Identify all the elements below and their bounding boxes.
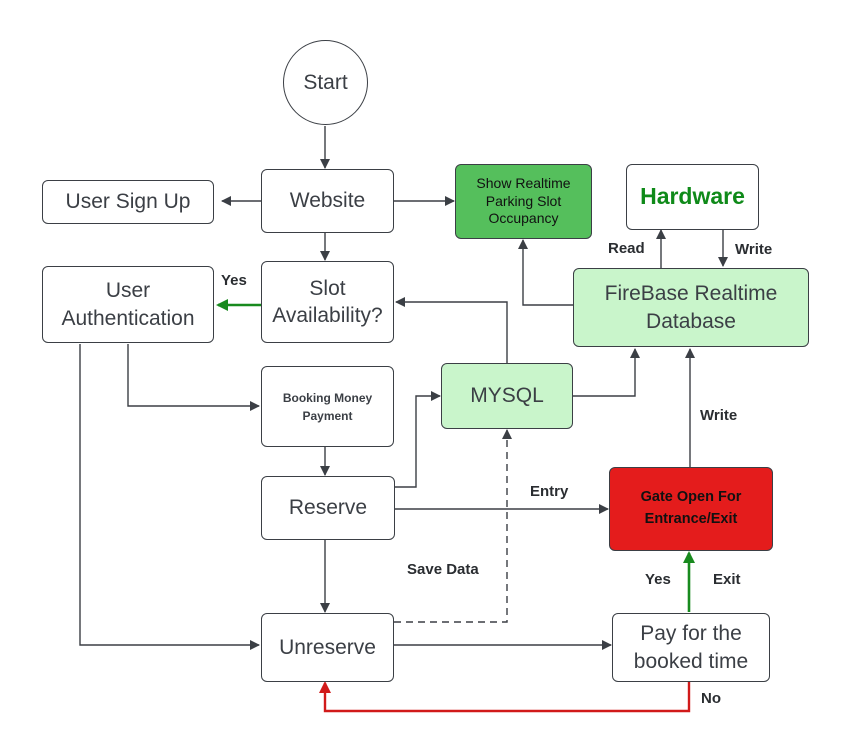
edge-label-write-hardware: Write (735, 241, 773, 258)
edge-pay-unreserve-no (319, 681, 691, 713)
edge-auth-booking (127, 344, 260, 411)
edge-label-exit: Exit (713, 571, 741, 588)
edge-label-entry: Entry (530, 483, 569, 500)
pay-booked-time-node: Pay for the booked time (612, 613, 770, 682)
user-authentication-node: User Authentication (42, 266, 214, 343)
edge-label-read: Read (608, 240, 645, 257)
edge-reserve-mysql (395, 391, 441, 488)
edge-mysql-slot (395, 297, 508, 363)
edge-label-yes-gate: Yes (645, 571, 671, 588)
hardware-node: Hardware (626, 164, 759, 230)
edge-label-no: No (701, 690, 721, 707)
unreserve-node: Unreserve (261, 613, 394, 682)
firebase-realtime-database-node: FireBase Realtime Database (573, 268, 809, 347)
user-sign-up-node: User Sign Up (42, 180, 214, 224)
reserve-node: Reserve (261, 476, 395, 540)
mysql-node: MYSQL (441, 363, 573, 429)
slot-availability-node: Slot Availability? (261, 261, 394, 343)
edge-mysql-firebase (573, 348, 640, 397)
edge-label-write-gate: Write (700, 407, 738, 424)
show-realtime-occupancy-node: Show Realtime Parking Slot Occupancy (455, 164, 592, 239)
edge-auth-unreserve (79, 344, 260, 650)
edge-label-save-data: Save Data (407, 561, 479, 578)
edge-firebase-showrealtime (518, 239, 573, 306)
edge-label-yes-auth: Yes (221, 272, 247, 289)
gate-open-node: Gate Open For Entrance/Exit (609, 467, 773, 551)
website-node: Website (261, 169, 394, 233)
start-node: Start (283, 40, 368, 125)
booking-money-payment-node: Booking Money Payment (261, 366, 394, 447)
edge-unreserve-mysql-savedata (394, 429, 512, 623)
